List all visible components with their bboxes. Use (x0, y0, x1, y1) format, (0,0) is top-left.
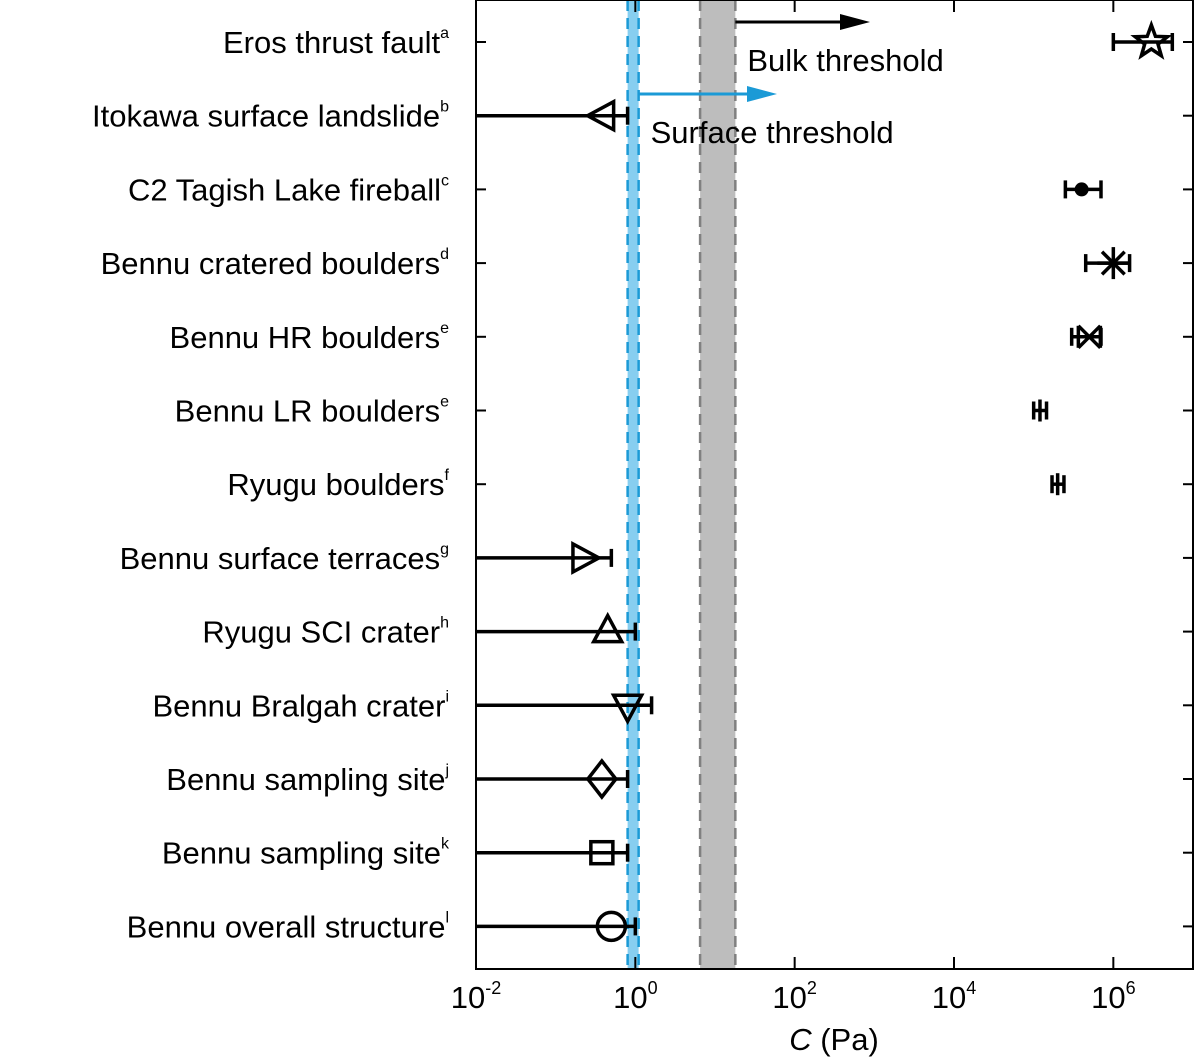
surface-threshold-label: Surface threshold (651, 115, 894, 150)
x-tick-label: 10-2 (451, 978, 502, 1015)
threshold-bands (626, 0, 737, 969)
category-label: Bennu LR boulderse (175, 394, 449, 429)
bulk-threshold-arrow-head (840, 14, 870, 30)
y-ticks (476, 41, 1193, 928)
data-point (1063, 180, 1103, 199)
category-label: Bennu cratered bouldersd (101, 246, 449, 281)
category-label: Bennu sampling sitek (162, 836, 450, 871)
marker-triangle-down (610, 693, 645, 725)
marker-triangle-up (590, 611, 625, 644)
x-axis-title: C (Pa) (789, 1022, 879, 1057)
category-label: Ryugu SCI craterh (202, 615, 449, 650)
data-point (1069, 324, 1103, 350)
category-label: Itokawa surface landslideb (92, 99, 449, 134)
marker-cross (1077, 324, 1102, 350)
x-tick-label: 102 (772, 978, 817, 1015)
x-tick-label: 106 (1091, 978, 1136, 1015)
data-point (1031, 399, 1049, 422)
marker-square (589, 839, 615, 866)
data-point (1111, 19, 1175, 60)
data-point (476, 693, 654, 725)
surface-threshold-band (627, 0, 639, 969)
bulk-threshold-label: Bulk threshold (747, 43, 943, 78)
marker-asterisk (1100, 250, 1126, 276)
surface-threshold-arrow (638, 86, 777, 102)
data-point (476, 910, 638, 943)
data-point (476, 540, 614, 575)
category-label: Bennu sampling sitej (166, 762, 449, 797)
category-label: Bennu surface terracesg (120, 541, 449, 576)
category-label: C2 Tagish Lake fireballc (128, 172, 449, 207)
data-series (476, 19, 1175, 943)
marker-star (1130, 19, 1173, 60)
x-tick-label: 104 (932, 978, 977, 1015)
x-tick-label: 100 (613, 978, 658, 1015)
category-label: Ryugu bouldersf (227, 467, 449, 502)
x-ticks: 10-2 100 102 104 106 (451, 0, 1136, 1015)
bulk-threshold-arrow (735, 14, 870, 30)
data-point (476, 611, 638, 644)
category-label: Bennu Bralgah crateri (152, 688, 449, 723)
data-point (1083, 247, 1132, 280)
bulk-threshold-band (700, 0, 736, 969)
surface-threshold-arrow-head (747, 86, 777, 102)
data-point (476, 98, 630, 133)
marker-circle (595, 910, 628, 943)
category-label: Eros thrust faulta (223, 25, 449, 60)
data-point (476, 839, 630, 866)
marker-triangle-left (583, 98, 616, 133)
category-label: Bennu overall structurel (127, 909, 449, 944)
category-label: Bennu HR boulderse (170, 320, 450, 355)
data-point (476, 758, 630, 800)
marker-dot (1074, 182, 1089, 197)
marker-triangle-right (571, 540, 603, 575)
marker-diamond (585, 758, 619, 800)
data-point (1050, 473, 1066, 496)
